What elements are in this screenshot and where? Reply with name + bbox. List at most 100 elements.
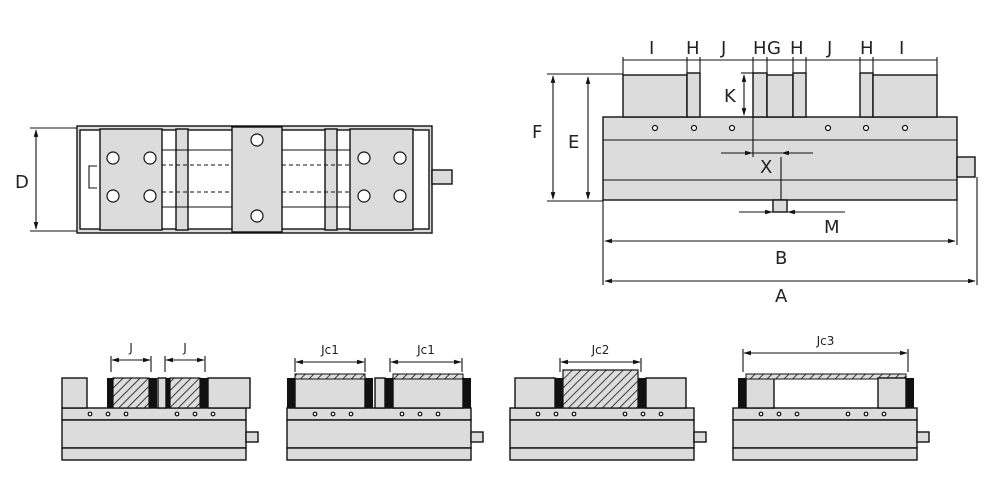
vise-base-bottom — [732, 447, 918, 461]
jaw-plate — [287, 378, 295, 408]
dimension-label: J — [182, 341, 187, 355]
base-hole — [758, 411, 764, 417]
left-bracket — [88, 165, 97, 189]
label-J-right: J — [826, 38, 832, 59]
dimension-label: J — [128, 341, 133, 355]
jaw-block — [294, 377, 366, 409]
spindle-stub — [956, 156, 976, 178]
hatched-workpiece — [745, 373, 907, 380]
jaw-plate — [149, 378, 157, 408]
jaw-plate — [385, 378, 393, 408]
hatched-workpiece — [392, 373, 464, 380]
jaw-strip — [792, 72, 807, 118]
label-I-right: I — [899, 38, 904, 59]
base-hole — [399, 411, 405, 417]
label-X: X — [760, 157, 772, 178]
label-I-left: I — [649, 38, 654, 59]
spindle-stub — [916, 431, 930, 443]
jaw-strip — [752, 72, 768, 118]
configuration-view: Jc3 — [732, 334, 930, 461]
jaw-block — [374, 377, 386, 409]
left-jaw — [622, 74, 688, 118]
base-hole — [535, 411, 541, 417]
dimension-label: Jc2 — [591, 343, 610, 357]
jaw-plate — [738, 378, 746, 408]
base-hole — [210, 411, 216, 417]
right-jaw-plate — [349, 128, 414, 231]
left-jaw-plate — [99, 128, 163, 231]
base-hole — [571, 411, 577, 417]
spindle-stub — [470, 431, 484, 443]
base-hole — [553, 411, 559, 417]
jaw-strip — [686, 72, 701, 118]
label-M: M — [824, 217, 840, 238]
vise-base-body — [61, 419, 247, 449]
label-H1: H — [686, 38, 700, 59]
base-hole — [123, 411, 129, 417]
jaw-plate — [555, 378, 563, 408]
label-H4: H — [860, 38, 874, 59]
front-view: I H J H G H J H I F E K X M — [532, 38, 978, 307]
jaw-block — [514, 377, 556, 409]
base-hole — [174, 411, 180, 417]
hatched-workpiece — [112, 377, 150, 409]
top-view: D — [15, 125, 453, 234]
vise-base — [602, 116, 958, 201]
jaw-block — [745, 377, 775, 409]
label-D: D — [15, 172, 29, 193]
jaw-plate — [638, 378, 646, 408]
label-A: A — [775, 286, 788, 307]
dimension-label: Jc3 — [816, 334, 835, 348]
base-hole — [881, 411, 887, 417]
configuration-view: Jc1 Jc1 — [286, 343, 484, 461]
vise-base-body — [509, 419, 695, 449]
label-K: K — [724, 86, 737, 107]
hatched-workpiece — [294, 373, 366, 380]
jaw-plate — [365, 378, 373, 408]
jaw-block — [392, 377, 464, 409]
dimension-label: Jc1 — [320, 343, 339, 357]
jaw-plate — [906, 378, 914, 408]
jaw-strip — [859, 72, 874, 118]
base-hole — [417, 411, 423, 417]
configuration-view: Jc2 — [509, 343, 707, 461]
base-hole — [330, 411, 336, 417]
hatched-workpiece — [562, 369, 639, 409]
base-hole — [863, 411, 869, 417]
base-hole — [348, 411, 354, 417]
spindle-stub — [245, 431, 259, 443]
jaw-block — [157, 377, 167, 409]
jaw-block — [61, 377, 88, 409]
key-slot — [772, 199, 788, 213]
jaw-block — [645, 377, 687, 409]
bolt-holes — [106, 133, 407, 223]
label-H2: H — [753, 38, 767, 59]
vise-base-body — [286, 419, 472, 449]
slide-rail — [324, 128, 338, 231]
jaw-block — [207, 377, 251, 409]
spindle-stub — [431, 169, 453, 185]
label-J-left: J — [720, 38, 726, 59]
base-holes — [651, 124, 909, 132]
base-hole — [622, 411, 628, 417]
label-B: B — [775, 248, 787, 269]
jaw-plate — [463, 378, 471, 408]
base-hole — [640, 411, 646, 417]
base-hole — [87, 411, 93, 417]
base-hole — [192, 411, 198, 417]
hatched-workpiece — [169, 377, 201, 409]
base-hole — [105, 411, 111, 417]
base-hole — [435, 411, 441, 417]
jaw-plate — [200, 378, 208, 408]
spindle-stub — [693, 431, 707, 443]
label-E: E — [568, 132, 579, 153]
vise-base-bottom — [509, 447, 695, 461]
label-H3: H — [790, 38, 804, 59]
label-G: G — [767, 38, 781, 59]
dimension-label: Jc1 — [416, 343, 435, 357]
center-jaw — [766, 74, 794, 118]
jaw-block — [877, 377, 907, 409]
vise-base-bottom — [286, 447, 472, 461]
